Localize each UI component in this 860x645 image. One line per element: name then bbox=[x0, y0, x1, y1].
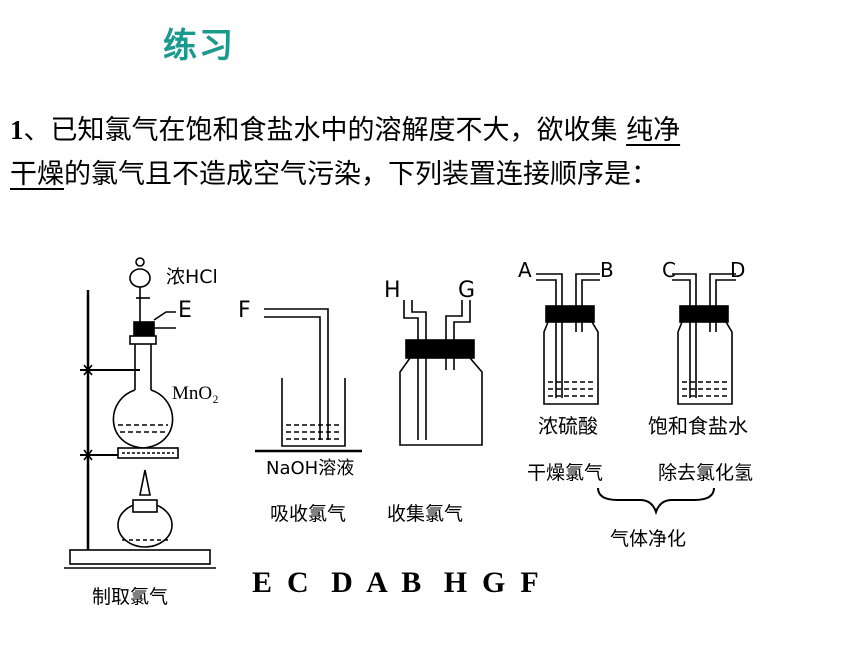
caption-dry-chlorine: 干燥氯气 bbox=[527, 462, 604, 484]
dryer-apparatus bbox=[536, 273, 600, 405]
question-text-after: 的氯气且不造成空气污染，下列装置连接顺序是： bbox=[64, 159, 658, 190]
collector-apparatus bbox=[399, 300, 483, 446]
caption-absorb-chlorine: 吸收氯气 bbox=[270, 503, 347, 525]
caption-remove-hcl: 除去氯化氢 bbox=[658, 462, 754, 484]
underlined-phrase-pure: 纯净 bbox=[626, 115, 681, 146]
port-label-e: E bbox=[178, 298, 192, 323]
absorber-apparatus bbox=[255, 308, 362, 453]
reagent-label-sat-nacl: 饱和食盐水 bbox=[648, 414, 748, 438]
port-label-a: A bbox=[518, 258, 532, 282]
port-label-h: H bbox=[384, 278, 401, 303]
underlined-phrase-dry: 干燥 bbox=[10, 159, 64, 190]
port-label-b: B bbox=[600, 258, 614, 282]
reagent-label-mno2: MnO₂ bbox=[172, 383, 219, 404]
question-text-before: 、已知氯气在饱和食盐水中的溶解度不大，欲收集 bbox=[23, 115, 618, 146]
caption-collect-chlorine: 收集氯气 bbox=[387, 503, 464, 525]
page-title: 练习 bbox=[163, 26, 235, 66]
reagent-label-conc-h2so4: 浓硫酸 bbox=[538, 414, 598, 438]
reagent-label-conc-hcl: 浓HCl bbox=[166, 266, 218, 288]
answer-sequence: E C D A B H G F bbox=[252, 566, 539, 599]
caption-gas-purification: 气体净化 bbox=[610, 528, 687, 550]
question-number: 1 bbox=[10, 115, 24, 145]
port-label-g: G bbox=[458, 278, 476, 303]
washer-apparatus bbox=[672, 273, 736, 405]
port-label-f: F bbox=[238, 298, 251, 323]
port-label-d: D bbox=[730, 258, 746, 282]
caption-generate-chlorine: 制取氯气 bbox=[92, 586, 169, 608]
question-text: 1、已知氯气在饱和食盐水中的溶解度不大，欲收集 纯净干燥的氯气且不造成空气污染，… bbox=[10, 108, 855, 197]
generator-apparatus bbox=[64, 257, 216, 569]
group-brace bbox=[597, 487, 715, 516]
port-label-c: C bbox=[662, 258, 676, 282]
reagent-label-naoh: NaOH溶液 bbox=[266, 458, 355, 479]
